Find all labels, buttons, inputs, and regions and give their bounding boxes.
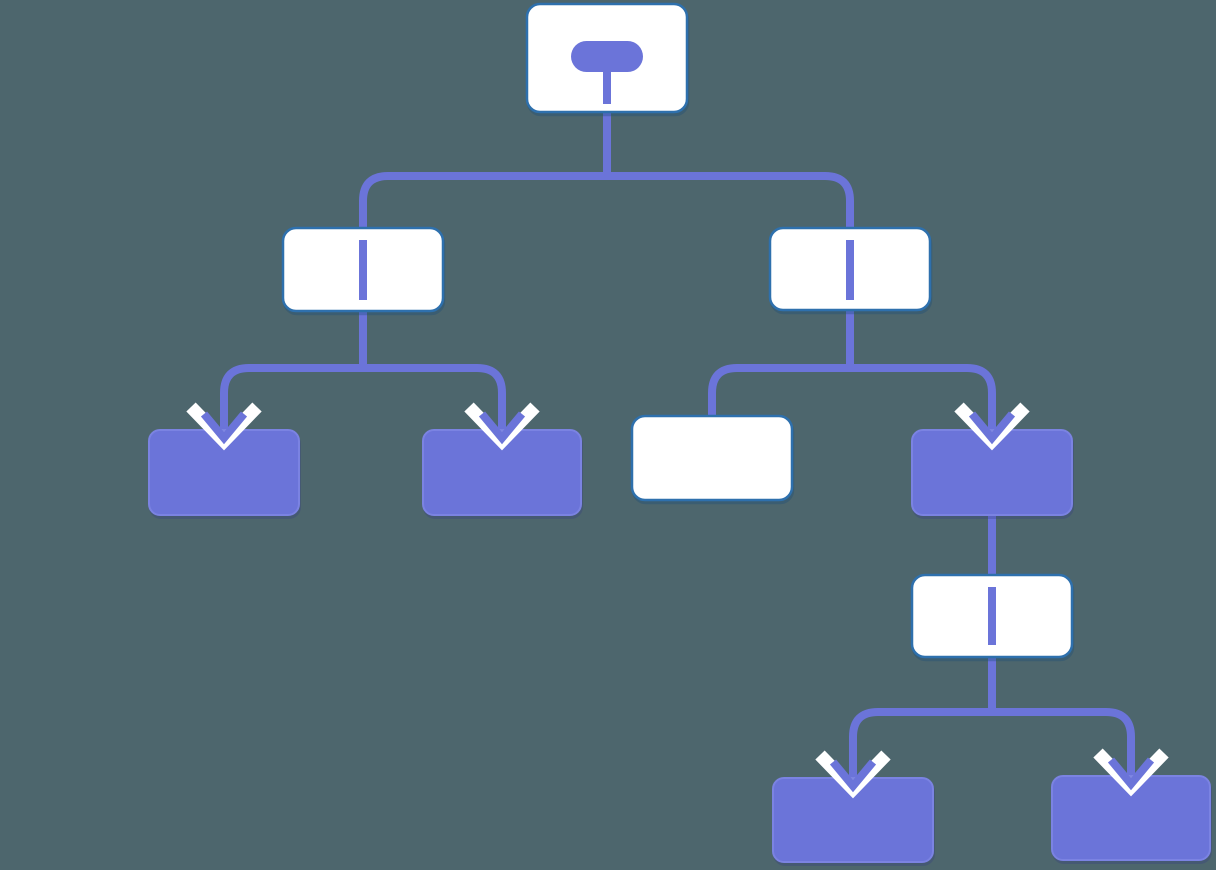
connector-edge-level2-right-bar — [708, 364, 996, 438]
root-topic-pill — [571, 41, 643, 72]
drop-indicator-layer — [186, 402, 1169, 799]
node-leaf-left-2[interactable] — [422, 429, 582, 516]
drop-indicator-chevron-down-icon — [186, 402, 262, 451]
arrow-down-icon — [968, 411, 1016, 445]
drop-indicator-chevron-down-icon — [954, 402, 1030, 451]
drop-indicator-chevron-down-icon — [1093, 748, 1169, 797]
node-layer — [148, 2, 1211, 863]
node-leaf-left-1[interactable] — [148, 429, 300, 516]
node-child-right-2[interactable] — [911, 429, 1073, 516]
drop-indicator-chevron-down-icon — [464, 402, 540, 451]
connector-edge-level1-bar — [359, 172, 854, 240]
connector-edge-level2-left-bar — [220, 364, 506, 438]
drop-indicator-chevron-down-icon — [815, 750, 891, 799]
connector-edge-level3-bar — [849, 708, 1135, 786]
node-leaf-bottom-2[interactable] — [1051, 775, 1211, 861]
pass-through-line-layer — [359, 70, 996, 645]
node-child-right-1[interactable] — [630, 414, 794, 502]
arrow-down-icon — [478, 411, 526, 445]
arrow-down-icon — [200, 411, 248, 445]
arrow-down-icon — [1107, 757, 1155, 791]
node-leaf-bottom-1[interactable] — [772, 777, 934, 863]
arrow-down-icon — [829, 759, 877, 793]
connector-layer — [220, 112, 1135, 786]
